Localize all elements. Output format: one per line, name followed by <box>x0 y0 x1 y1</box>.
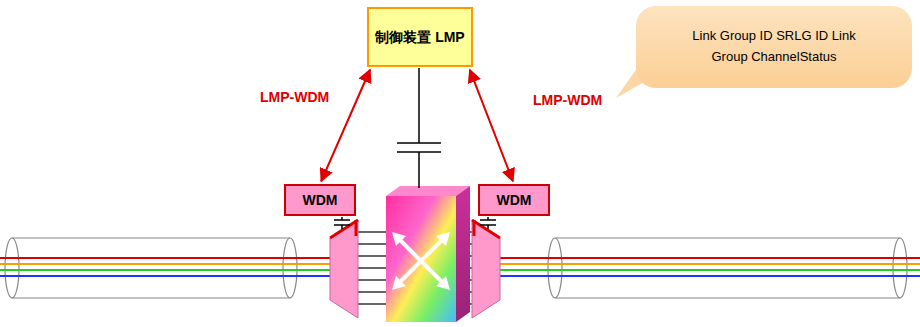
demultiplexer <box>330 220 358 318</box>
cross-arrows <box>392 232 450 290</box>
switch-top <box>386 186 470 196</box>
wdm-box: WDM <box>284 184 356 216</box>
node-text: Link Group ID SRLG ID Link Group Channel… <box>679 26 869 68</box>
wdm-box: WDM <box>478 184 550 216</box>
demux-edge <box>330 220 358 238</box>
link-label: LMP-WDM <box>531 92 604 108</box>
demux-edge <box>472 220 500 238</box>
fiber-cable <box>548 238 907 298</box>
node-text: WDM <box>303 192 338 208</box>
lmp-link-arrow <box>321 70 370 182</box>
control-link <box>334 217 496 229</box>
node-text: 制御装置 LMP <box>375 28 464 47</box>
node-text: WDM <box>497 192 532 208</box>
control-link <box>397 68 441 188</box>
demux-edge <box>473 220 476 236</box>
fiber-cable <box>5 238 297 298</box>
control-device-box: 制御装置 LMP <box>367 7 473 67</box>
callout-bubble: Link Group ID SRLG ID Link Group Channel… <box>636 6 912 88</box>
demultiplexer <box>472 220 500 318</box>
link-label: LMP-WDM <box>258 89 331 105</box>
lmp-link-arrow <box>470 70 513 181</box>
switch-side <box>456 186 470 322</box>
optical-switch <box>386 196 456 322</box>
demux-edge <box>355 220 358 236</box>
